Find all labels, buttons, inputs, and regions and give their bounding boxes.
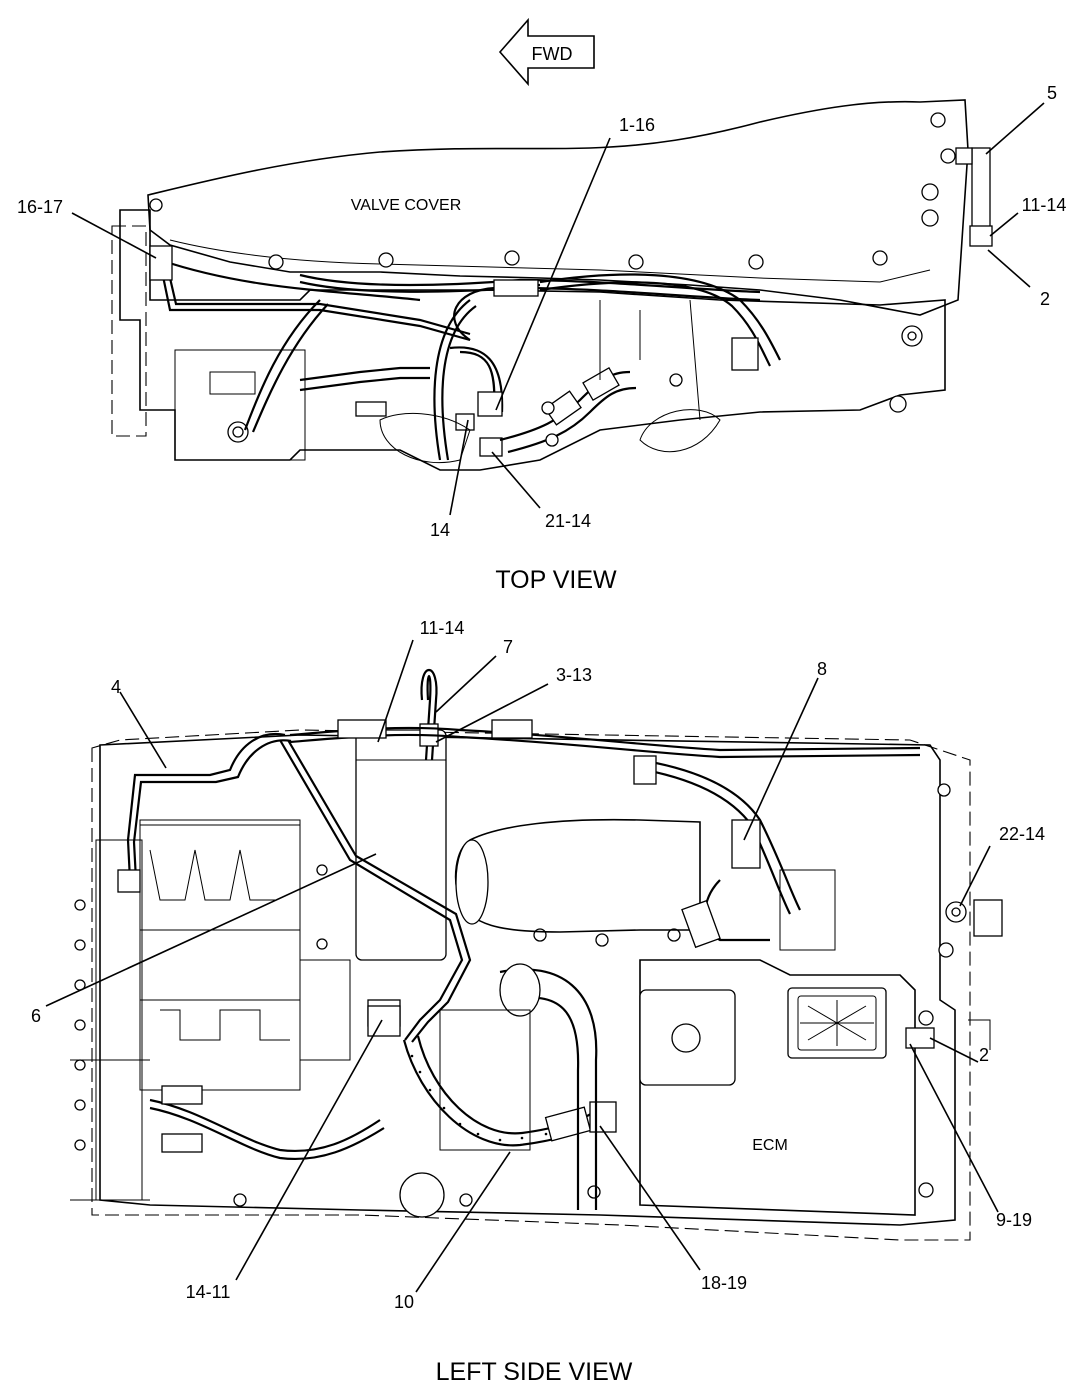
- callout-1-16: 1-16: [619, 115, 655, 135]
- left-side-view-title: LEFT SIDE VIEW: [436, 1358, 633, 1386]
- fwd-label: FWD: [532, 44, 573, 64]
- forward-direction-arrow: FWD: [498, 17, 595, 87]
- top-view-callouts: 16-17 1-16 5 11-14 2 14 21-14: [17, 83, 1066, 540]
- callout-7: 7: [503, 637, 513, 657]
- callout-2-side: 2: [979, 1045, 989, 1065]
- top-view-leader-lines: [71, 102, 1045, 516]
- callout-18-19: 18-19: [701, 1273, 747, 1293]
- callout-14: 14: [430, 520, 450, 540]
- callout-14-11: 14-11: [186, 1282, 231, 1302]
- top-view-drawing: [111, 99, 993, 471]
- callout-6: 6: [31, 1006, 41, 1026]
- callout-16-17: 16-17: [17, 197, 63, 217]
- top-view-title: TOP VIEW: [495, 566, 617, 594]
- callout-11-14-side: 11-14: [420, 618, 465, 638]
- callout-2: 2: [1040, 289, 1050, 309]
- callout-21-14: 21-14: [545, 511, 591, 531]
- callout-10: 10: [394, 1292, 414, 1312]
- callout-4: 4: [111, 677, 121, 697]
- ecm-label: ECM: [752, 1137, 788, 1154]
- callout-11-14: 11-14: [1022, 195, 1067, 215]
- left-side-view-drawing: [70, 669, 1003, 1241]
- valve-cover-label: VALVE COVER: [351, 197, 462, 214]
- callout-9-19: 9-19: [996, 1210, 1032, 1230]
- left-view-callouts: 4 11-14 7 3-13 8 22-14 6 2 9-19 14-11 10…: [31, 618, 1045, 1312]
- callout-5: 5: [1047, 83, 1057, 103]
- callout-22-14: 22-14: [999, 824, 1045, 844]
- left-view-bolts: [74, 783, 967, 1207]
- callout-3-13: 3-13: [556, 665, 592, 685]
- valve-cover-bolts: [149, 112, 956, 270]
- left-view-leader-lines: [45, 639, 999, 1293]
- callout-8: 8: [817, 659, 827, 679]
